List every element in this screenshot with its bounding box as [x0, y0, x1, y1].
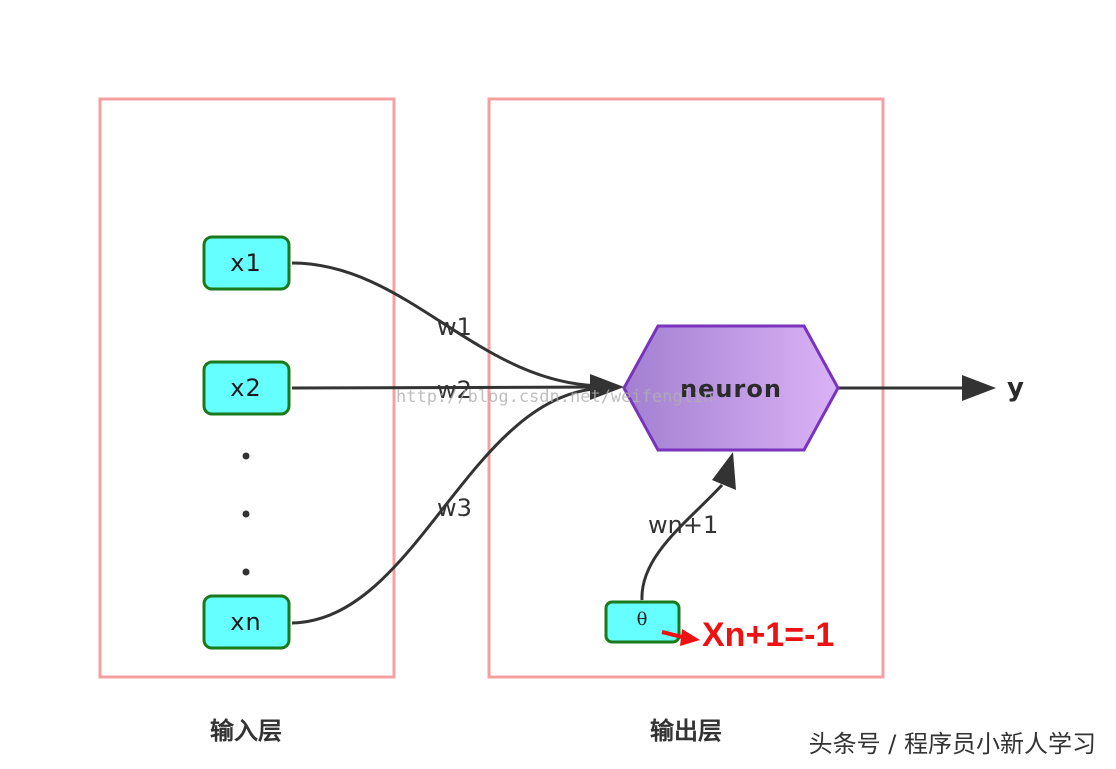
weight-label-w2: w2 [437, 376, 472, 404]
output-layer-caption: 输出层 [650, 717, 722, 745]
weight-label-w1: w1 [437, 313, 472, 341]
edge-arrowhead-neuron [590, 374, 624, 400]
output-label-y: y [1007, 373, 1024, 403]
watermark-url: http://blog.csdn.net/weifenglin [396, 387, 713, 407]
ellipsis-dot [242, 510, 250, 518]
neuron-label: neuron [680, 375, 782, 403]
edge-bias-neuron [640, 483, 724, 601]
weight-label-w3: w3 [437, 494, 472, 522]
edge-x1-neuron [291, 261, 609, 388]
bias-node: θ [604, 600, 681, 644]
edge-arrowhead-output [962, 375, 996, 401]
input-node-x2-label: x2 [230, 374, 261, 402]
edge-x2-neuron [291, 385, 609, 390]
bias-annotation-arrowhead [680, 629, 700, 646]
input-node-xn: xn [202, 594, 291, 650]
input-node-xn-label: xn [230, 608, 261, 636]
footer-source: 头条号 / 程序员小新人学习 [809, 730, 1096, 758]
input-layer-caption: 输入层 [210, 717, 282, 745]
input-node-x1: x1 [202, 235, 291, 291]
edge-arrowhead-bias [712, 452, 736, 490]
ellipsis-dot [242, 452, 250, 460]
edge-xn-neuron [291, 386, 609, 625]
neuron-node [622, 324, 840, 452]
bias-node-label: θ [637, 609, 648, 630]
input-node-x2: x2 [202, 360, 291, 416]
weight-label-wn1: wn+1 [648, 511, 718, 539]
bias-annotation: Xn+1=-1 [702, 616, 834, 654]
input-node-x1-label: x1 [230, 249, 261, 277]
ellipsis-dot [242, 568, 250, 576]
